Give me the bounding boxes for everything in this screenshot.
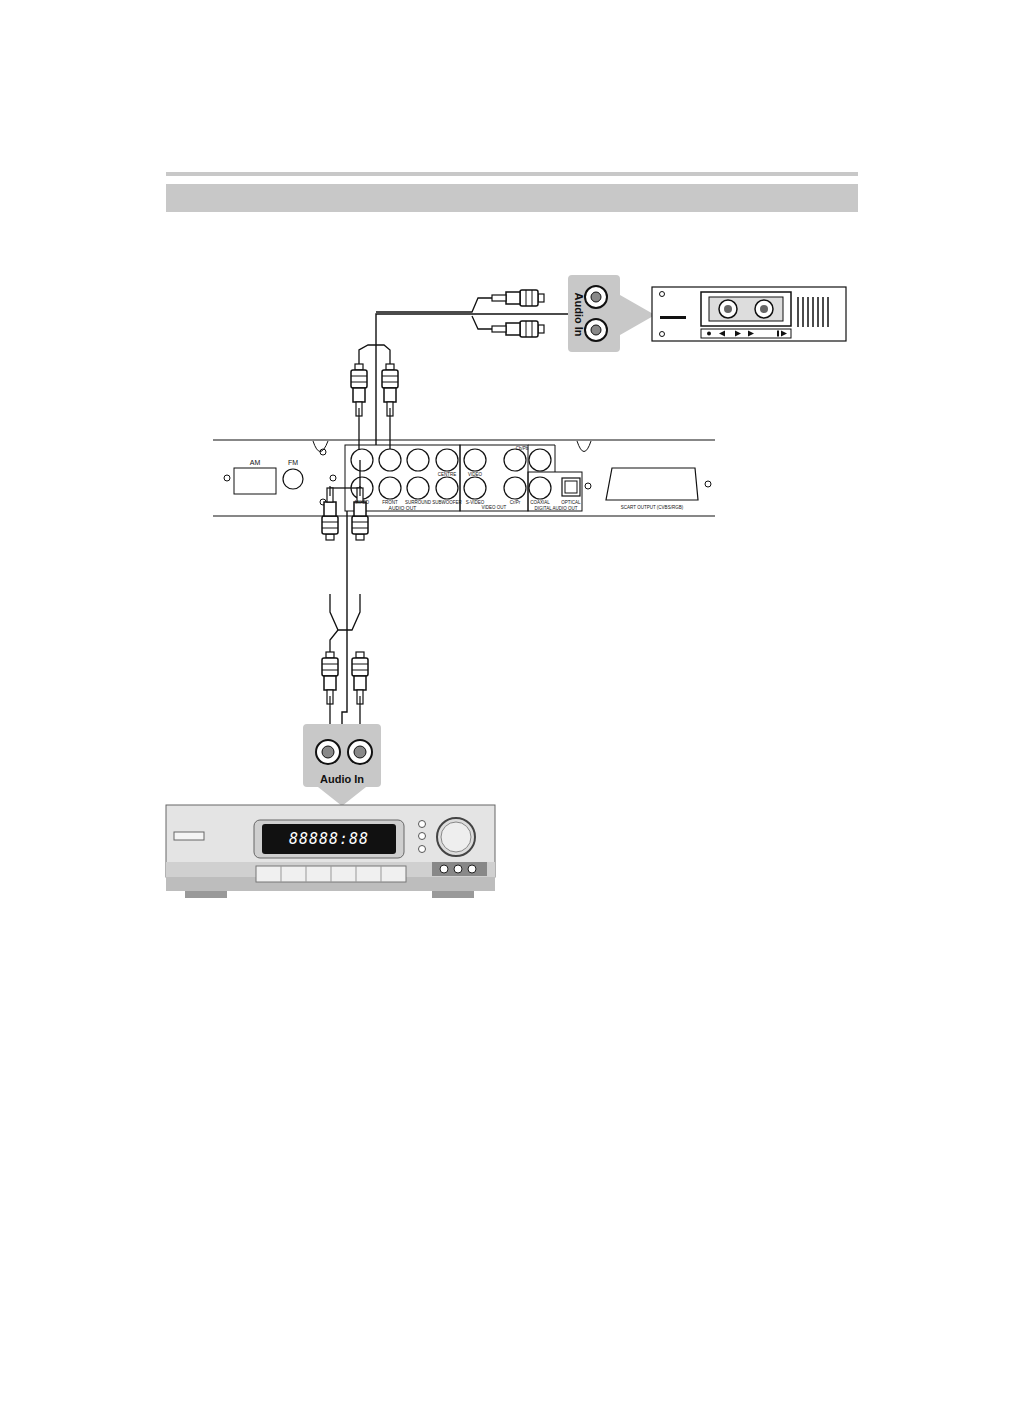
audio-in-callout: Audio In <box>303 724 381 787</box>
port-label: MIXED <box>355 501 369 506</box>
audio-in-callout: Audio In <box>568 275 620 353</box>
port-label: COAXIAL <box>530 501 550 506</box>
port-label: VIDEO <box>468 473 482 478</box>
audio-cable <box>376 314 568 445</box>
port-label: SCART OUTPUT (CVBS/RGB) <box>621 506 683 511</box>
jack-caption: Audio In <box>573 292 584 336</box>
port-label: CENTRE <box>438 473 457 478</box>
port-label: DIGITAL AUDIO OUT <box>534 507 577 512</box>
port-label: SUBWOOFER <box>432 501 462 506</box>
port-label: S-VIDEO <box>466 501 485 506</box>
port-label: VIDEO OUT <box>482 506 507 511</box>
port-label: FRONT <box>382 501 398 506</box>
section-label: AUDIO OUT <box>389 506 417 511</box>
port-label: OPTICAL <box>561 501 580 506</box>
audio-cable <box>342 511 347 724</box>
port-label: FM <box>288 459 298 466</box>
port-label: Cb/Pb <box>516 447 529 452</box>
jack-caption: Audio In <box>320 774 364 785</box>
port-label: SURROUND <box>405 501 431 506</box>
display-digits: 88888:88 <box>289 832 369 847</box>
port-label: AM <box>250 459 261 466</box>
port-label: Cr/Pr <box>510 501 521 506</box>
